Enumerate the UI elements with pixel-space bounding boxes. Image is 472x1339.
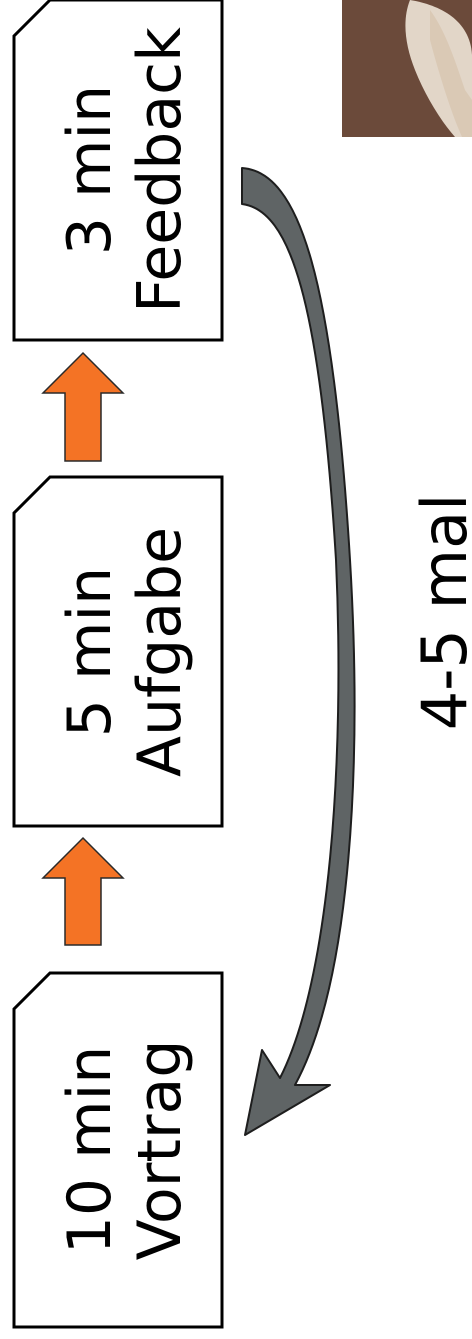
- step-box-vortrag: 10 min Vortrag: [12, 971, 224, 1329]
- loop-label: 4-5 mal: [408, 494, 472, 731]
- arrow-up-icon: [41, 351, 125, 462]
- step-box-feedback: 3 min Feedback: [12, 0, 224, 342]
- step-label: Feedback: [125, 27, 195, 313]
- step-duration: 10 min: [55, 1046, 125, 1255]
- photo-fragment: [342, 0, 472, 137]
- step-duration: 5 min: [55, 567, 125, 737]
- step-box-aufgabe: 5 min Aufgabe: [12, 475, 224, 828]
- step-label: Aufgabe: [125, 527, 195, 777]
- arrow-up-icon: [41, 836, 125, 946]
- step-duration: 3 min: [55, 85, 125, 255]
- step-label: Vortrag: [125, 1040, 195, 1261]
- curved-arrow-icon: [241, 167, 356, 1136]
